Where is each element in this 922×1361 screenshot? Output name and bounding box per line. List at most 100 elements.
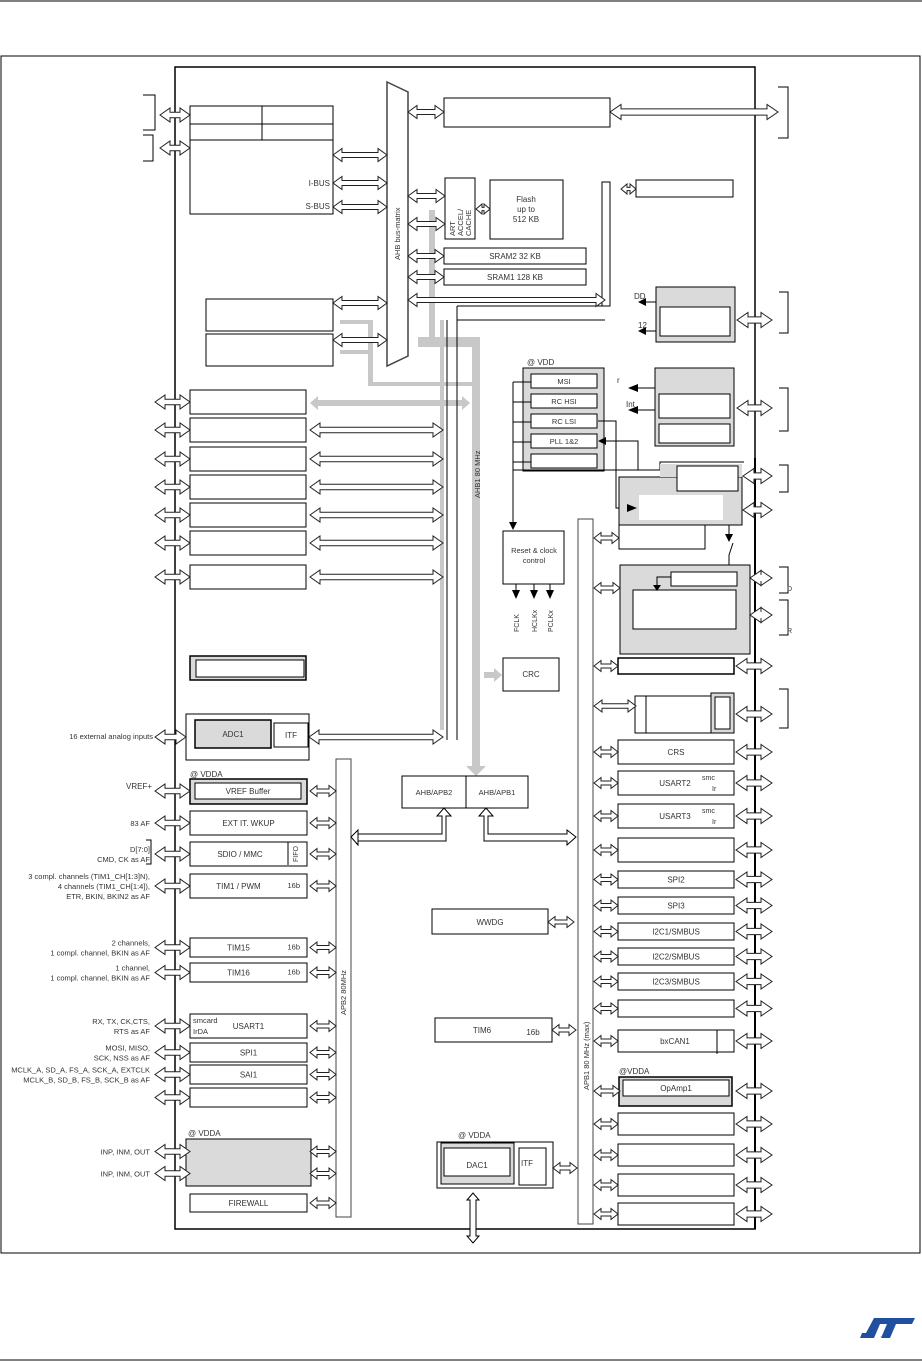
apb1-arrow-icon [593, 1207, 619, 1221]
pin-description: RX, TX, CK,CTS, [92, 1017, 150, 1026]
usart1-label: USART1 [233, 1022, 265, 1031]
sram1-label: SRAM1 128 KB [487, 273, 543, 282]
apb2-arrow-icon [309, 1196, 337, 1210]
rcc-line-1: Reset & clock [511, 546, 557, 555]
r-label: R [787, 628, 792, 635]
pin-description: 3 compl. channels (TIM1_CH[1:3]N), [28, 872, 150, 881]
pin-description: 83 AF [130, 819, 150, 828]
gpio-ext-arrow-icon [154, 479, 191, 495]
vref-vdda-label: @ VDDA [190, 770, 223, 779]
bxcan1-label: bxCAN1 [660, 1037, 690, 1046]
apb2-arrow-icon [309, 940, 337, 955]
arrow-down-icon [653, 585, 661, 591]
apb2-arrow-icon [309, 1144, 337, 1159]
oscillator-block [530, 373, 598, 389]
usb-arrow-icon [593, 699, 637, 713]
gpio-ext-arrow-icon [154, 422, 191, 438]
ahb-bus-matrix [386, 80, 409, 368]
wwdg-label: WWDG [476, 918, 503, 927]
gpio-ext-arrow-icon [154, 507, 191, 523]
supervisor-bracket [779, 387, 789, 432]
pin-description: ETR, BKIN, BKIN2 as AF [66, 892, 150, 901]
ibus-arrow-icon [332, 175, 388, 191]
apb1-peripherals: CRSUSART2smcIrUSART3smcIrSPI2SPI3I2C1/SM… [617, 657, 735, 1226]
apb1-arrow-icon [593, 1178, 619, 1192]
i2c1-label: I2C1/SMBUS [652, 928, 700, 937]
sai1-label: SAI1 [240, 1071, 258, 1080]
rtc-apb1-arrow-icon [593, 531, 620, 545]
clock-domain-label: @ VDD [527, 358, 554, 367]
apb1-ext-arrow-icon [735, 1205, 773, 1223]
dma1-block [205, 298, 334, 332]
i2c2-label: I2C2/SMBUS [652, 953, 700, 962]
tim6-block [434, 1017, 553, 1043]
wwdg-block [431, 908, 549, 935]
reset-clock-control [502, 530, 565, 585]
unlabeled-apb1-block-3 [617, 999, 735, 1018]
oscillator-block [530, 393, 598, 409]
sram2-arrow-icon [407, 248, 445, 264]
figure-frame [0, 55, 921, 1254]
ext-pin-arrow-icon [154, 815, 191, 831]
tim1-label: TIM1 / PWM [216, 882, 261, 891]
unlabeled-apb2-block [189, 1087, 308, 1108]
apb1-ext-arrow-icon [735, 743, 773, 761]
apb1-arrow-icon [593, 1034, 619, 1048]
vref-pin-label: VREF+ [126, 782, 152, 791]
exti-block [189, 810, 308, 836]
rtc-core [639, 495, 723, 520]
apb1-ext-arrow-icon [735, 871, 773, 888]
opamp-vdda-label: @VDDA [619, 1067, 650, 1076]
ahb-apb-bridges [401, 775, 529, 809]
apb2-arrow-icon [309, 1019, 337, 1033]
pin-description: RTS as AF [114, 1027, 151, 1036]
adc-bus-arrow-icon [308, 729, 444, 745]
crs-label: CRS [668, 748, 685, 757]
apb1-ext-arrow-icon [735, 807, 773, 825]
usart1-block [189, 1013, 308, 1039]
rtc-interface [618, 524, 706, 550]
arrow-down-icon [509, 522, 517, 530]
arrow-left-icon [628, 384, 638, 392]
i2c3-label: I2C3/SMBUS [652, 978, 700, 987]
vref-apb2-arrow-icon [309, 784, 337, 798]
opamp1-block [622, 1079, 730, 1097]
pin-description: 2 channels, [112, 939, 150, 948]
irda-label: Ir [712, 786, 717, 793]
flash-line-1: Flash [516, 195, 536, 204]
pin-description: MCLK_A, SD_A, FS_A, SCK_A, EXTCLK [11, 1066, 150, 1075]
bit-width-label: 16b [287, 968, 300, 977]
arrow-left-icon [598, 437, 606, 445]
art-label-3: CACHE [464, 210, 473, 236]
apb1-ext-arrow-icon [735, 1115, 773, 1133]
pin-description: D[7:0] [130, 845, 150, 854]
apb1-ext-arrow-icon [735, 841, 773, 859]
oscillator-label: RC LSI [552, 417, 576, 426]
power-bracket [779, 291, 789, 334]
v12-label: 12 [638, 321, 647, 330]
apb1-ext-arrow-icon [735, 774, 773, 792]
usart3-block [617, 803, 735, 829]
st-logo: ST [860, 1318, 915, 1338]
tim16-label: TIM16 [227, 969, 250, 978]
supervisor-ext-arrow-icon [736, 399, 773, 417]
flash-line-2: up to [517, 205, 535, 214]
arrow-right-icon [627, 504, 637, 512]
dac-vdda-label: @ VDDA [458, 1131, 491, 1140]
apb1-arrow-icon [593, 659, 619, 673]
ahb-apb2-label: AHB/APB2 [416, 788, 453, 797]
jtag-arrow-icon [159, 107, 191, 123]
power-ext-arrow-icon [736, 311, 773, 329]
fsmc-bus-arrow-icon [407, 104, 445, 120]
fsmc-bracket [778, 86, 789, 139]
smartcard-label: smc [702, 775, 715, 782]
unlabeled-apb1-block-4 [617, 1112, 735, 1136]
ibus-label: I-BUS [309, 179, 330, 188]
gpio-ahb-arrow-icon [309, 422, 444, 438]
oscillator-label: RC HSI [551, 397, 576, 406]
clock-output-label: HCLKx [532, 609, 539, 632]
gpio-port-block [189, 502, 307, 528]
sbus-arrow-icon [332, 199, 388, 215]
ahb-apb1-label: AHB/APB1 [479, 788, 516, 797]
bus-matrix-label: AHB bus-matrix [393, 207, 402, 260]
